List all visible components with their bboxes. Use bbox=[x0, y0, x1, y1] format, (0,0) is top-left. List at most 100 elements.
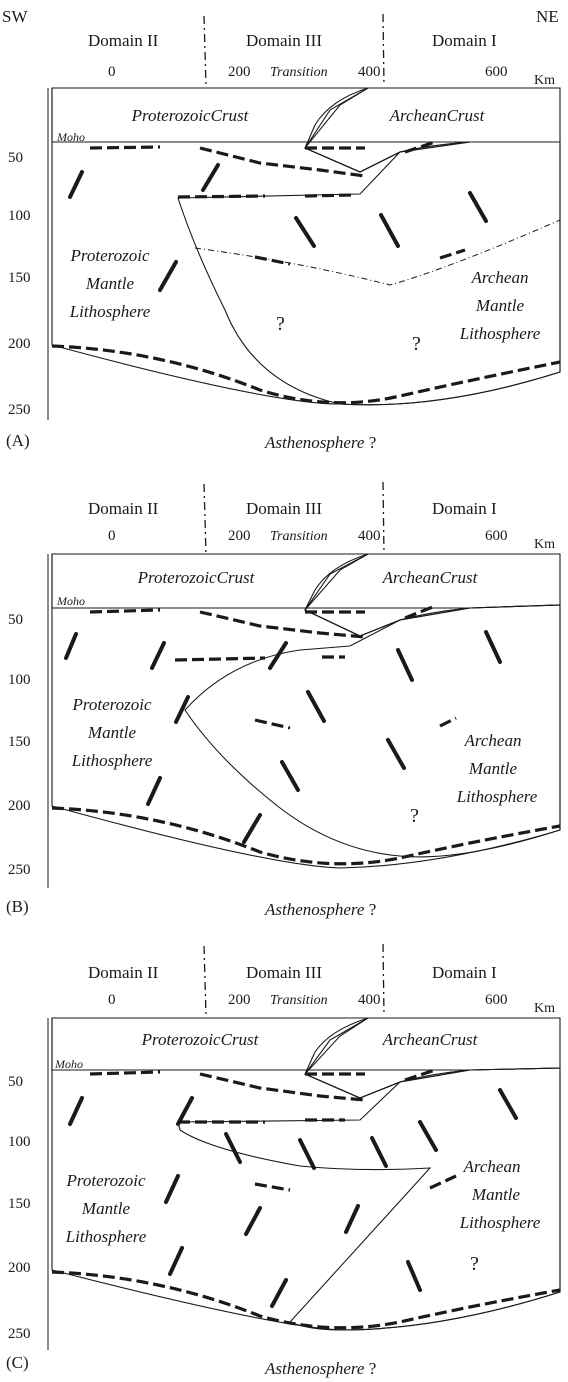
domain-i-label: Domain I bbox=[432, 963, 497, 982]
archean-crust-label: ArcheanCrust bbox=[389, 106, 486, 125]
archean-mantle-label: Lithosphere bbox=[456, 787, 538, 806]
y-tick: 50 bbox=[8, 1074, 23, 1090]
y-tick: 100 bbox=[8, 672, 31, 688]
x-tick: 600 bbox=[485, 64, 508, 80]
boundary-dashed-line bbox=[430, 1176, 456, 1188]
archean-mantle-label: Archean bbox=[463, 1157, 521, 1176]
x-tick: 200 bbox=[228, 528, 251, 544]
archean-crust-region bbox=[305, 554, 560, 636]
proterozoic-mantle-label: Lithosphere bbox=[71, 751, 153, 770]
archean-mantle-label: Mantle bbox=[468, 759, 518, 778]
sw-label: SW bbox=[2, 7, 28, 26]
panel-label: (C) bbox=[6, 1353, 29, 1372]
y-tick: 50 bbox=[8, 150, 23, 166]
question-mark: ? bbox=[412, 333, 421, 355]
fault-tick bbox=[308, 692, 324, 721]
fault-tick bbox=[70, 172, 82, 197]
y-tick: 100 bbox=[8, 208, 31, 224]
asthenosphere-label: Asthenosphere ? bbox=[264, 1359, 376, 1378]
fault-tick bbox=[372, 1138, 386, 1166]
archean-mantle-label: Mantle bbox=[471, 1185, 521, 1204]
proterozoic-mantle-label: Mantle bbox=[85, 274, 135, 293]
proterozoic-crust-region bbox=[52, 88, 470, 172]
domain-ii-label: Domain II bbox=[88, 31, 159, 50]
fault-tick bbox=[226, 1134, 240, 1162]
transition-label: Transition bbox=[270, 993, 328, 1008]
domain-i-label: Domain I bbox=[432, 499, 497, 518]
fault-tick bbox=[244, 815, 260, 842]
domain-boundary-line bbox=[204, 946, 206, 1016]
boundary-dashed-line bbox=[255, 1184, 290, 1190]
domain-i-label: Domain I bbox=[432, 31, 497, 50]
y-tick: 150 bbox=[8, 1196, 31, 1212]
panel-c: Domain II Domain III Domain I 0 200 Tran… bbox=[6, 944, 560, 1378]
ne-label: NE bbox=[536, 7, 559, 26]
domain-boundary-line bbox=[383, 14, 384, 86]
y-tick: 250 bbox=[8, 1326, 31, 1342]
question-mark: ? bbox=[410, 805, 419, 827]
boundary-dashed-line bbox=[178, 196, 265, 197]
fault-tick bbox=[486, 632, 500, 662]
fault-tick bbox=[170, 1248, 182, 1274]
x-tick: 600 bbox=[485, 992, 508, 1008]
x-tick: 400 bbox=[358, 528, 381, 544]
domain-iii-label: Domain III bbox=[246, 31, 322, 50]
boundary-dashed-line bbox=[440, 718, 456, 726]
y-tick: 250 bbox=[8, 402, 31, 418]
fault-tick bbox=[388, 740, 404, 768]
proterozoic-mantle-label: Mantle bbox=[87, 723, 137, 742]
proterozoic-mantle-label: Lithosphere bbox=[65, 1227, 147, 1246]
x-tick: 0 bbox=[108, 992, 116, 1008]
boundary-dashed-line bbox=[175, 658, 265, 660]
domain-boundary-line bbox=[383, 482, 384, 554]
domain-ii-label: Domain II bbox=[88, 963, 159, 982]
proterozoic-crust-label: ProterozoicCrust bbox=[141, 1030, 260, 1049]
proterozoic-crust-region bbox=[52, 554, 470, 636]
archean-mantle-label: Mantle bbox=[475, 296, 525, 315]
fault-tick bbox=[152, 643, 164, 668]
boundary-dashed-line bbox=[255, 720, 290, 728]
fault-tick-group bbox=[70, 1090, 516, 1306]
fault-tick bbox=[300, 1140, 314, 1168]
lithosphere-base-dashed-line bbox=[52, 1272, 560, 1328]
panel-a: SW NE Domain II Domain III Domain I 0 20… bbox=[2, 7, 560, 452]
domain-ii-label: Domain II bbox=[88, 499, 159, 518]
proterozoic-mantle-label: Proterozoic bbox=[65, 1171, 145, 1190]
panel-b: Domain II Domain III Domain I 0 200 Tran… bbox=[6, 482, 560, 919]
domain-boundary-line bbox=[204, 484, 206, 554]
fault-tick-group bbox=[70, 165, 486, 290]
y-tick: 150 bbox=[8, 734, 31, 750]
km-unit-label: Km bbox=[534, 1001, 555, 1016]
question-mark: ? bbox=[276, 313, 285, 335]
y-tick: 150 bbox=[8, 270, 31, 286]
archean-mantle-label: Archean bbox=[464, 731, 522, 750]
fault-tick bbox=[272, 1280, 286, 1306]
archean-mantle-label: Lithosphere bbox=[459, 324, 541, 343]
domain-boundary-line bbox=[383, 944, 384, 1016]
panel-label: (A) bbox=[6, 431, 30, 450]
fault-tick bbox=[408, 1262, 420, 1290]
fault-tick bbox=[176, 697, 188, 722]
km-unit-label: Km bbox=[534, 537, 555, 552]
archean-mantle-label: Lithosphere bbox=[459, 1213, 541, 1232]
proterozoic-mantle-label: Lithosphere bbox=[69, 302, 151, 321]
moho-dashed-line bbox=[405, 142, 435, 152]
y-tick: 250 bbox=[8, 862, 31, 878]
boundary-dashed-line bbox=[305, 195, 355, 196]
question-mark: ? bbox=[470, 1253, 479, 1275]
moho-dashed-line bbox=[200, 148, 365, 176]
archean-mantle-label: Archean bbox=[471, 268, 529, 287]
fault-tick bbox=[500, 1090, 516, 1118]
fault-tick bbox=[160, 262, 176, 290]
fault-tick bbox=[470, 193, 486, 221]
moho-label: Moho bbox=[56, 594, 85, 608]
fault-tick bbox=[66, 634, 76, 658]
x-tick: 0 bbox=[108, 528, 116, 544]
asthenosphere-label: Asthenosphere ? bbox=[264, 900, 376, 919]
x-tick: 400 bbox=[358, 992, 381, 1008]
archean-crust-region bbox=[305, 88, 560, 172]
fault-tick bbox=[166, 1176, 178, 1202]
transition-label: Transition bbox=[270, 529, 328, 544]
moho-dashed-line bbox=[90, 1072, 160, 1074]
